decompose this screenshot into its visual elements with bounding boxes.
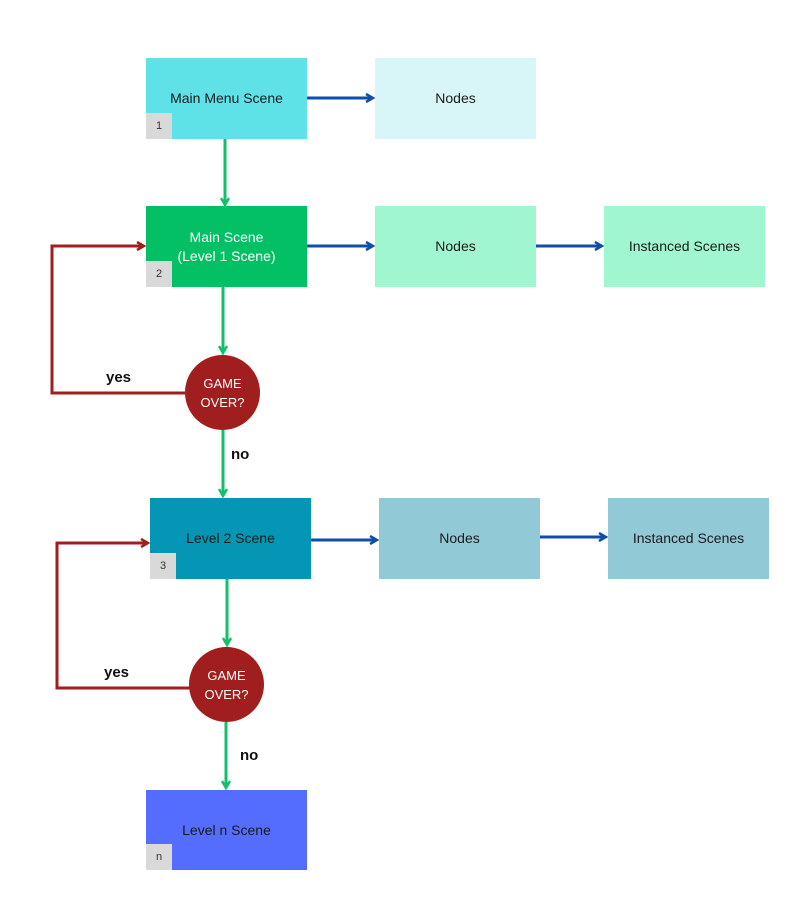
game-over-decision-1: GAME OVER? [185, 355, 260, 430]
arrow-yes-loop-2 [55, 543, 190, 690]
level-2-instanced-scenes-box: Instanced Scenes [608, 498, 769, 579]
level-2-scene-box: Level 2 Scene 3 [150, 498, 311, 579]
no-label-2: no [240, 747, 259, 764]
step-badge-n: n [146, 844, 172, 870]
game-over-decision-2: GAME OVER? [189, 647, 264, 722]
step-badge-3: 3 [150, 553, 176, 579]
main-scene-label: Main Scene (Level 1 Scene) [177, 228, 276, 264]
level-n-scene-label: Level n Scene [182, 821, 271, 838]
menu-nodes-box: Nodes [375, 58, 536, 139]
yes-label-2: yes [104, 664, 130, 681]
main-instanced-scenes-label: Instanced Scenes [628, 238, 741, 254]
main-scene-box: Main Scene (Level 1 Scene) 2 [146, 206, 307, 287]
arrow-yes-loop-1 [50, 246, 185, 395]
yes-label-1: yes [106, 369, 132, 386]
level-2-instanced-scenes-label: Instanced Scenes [632, 530, 745, 546]
main-nodes-label: Nodes [435, 238, 476, 254]
level-2-nodes-box: Nodes [379, 498, 540, 579]
main-menu-scene-box: Main Menu Scene 1 [146, 58, 307, 139]
main-instanced-scenes-box: Instanced Scenes [604, 206, 765, 287]
level-n-scene-box: Level n Scene n [146, 790, 307, 870]
level-2-nodes-label: Nodes [439, 530, 480, 546]
step-badge-2: 2 [146, 261, 172, 287]
menu-nodes-label: Nodes [435, 90, 476, 106]
main-menu-scene-label: Main Menu Scene [170, 90, 283, 106]
step-badge-1: 1 [146, 113, 172, 139]
level-2-scene-label: Level 2 Scene [186, 530, 275, 546]
no-label-1: no [231, 446, 250, 463]
main-nodes-box: Nodes [375, 206, 536, 287]
